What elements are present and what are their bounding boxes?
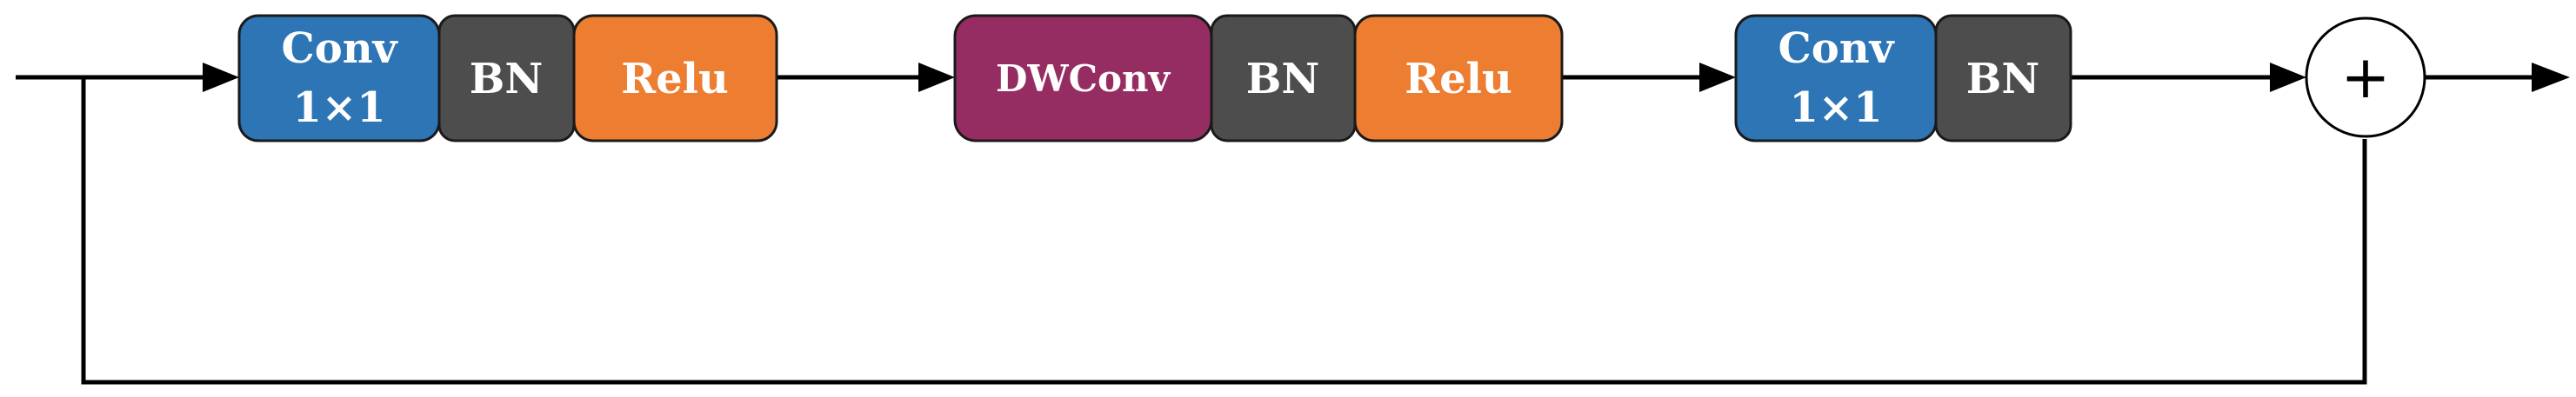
connector-lines [16, 75, 2534, 385]
bn1-label: BN [470, 55, 543, 103]
arrowhead-to-conv2 [1699, 63, 1736, 92]
arrowheads [203, 63, 2570, 92]
skip-connection-line [81, 77, 2367, 385]
conv1-label-line2: 1×1 [292, 83, 385, 132]
conv1-label-line1: Conv [281, 24, 398, 73]
arrowhead-output [2532, 63, 2570, 92]
block-bn2: BN [1210, 14, 1357, 142]
block-conv1: Conv 1×1 [237, 14, 441, 142]
conv2-label-line1: Conv [1778, 24, 1895, 73]
sum-node: + [2305, 17, 2426, 138]
bn2-label: BN [1246, 55, 1319, 103]
block-dwconv: DWConv [953, 14, 1213, 142]
relu1-box [572, 14, 778, 142]
relu2-label: Relu [1405, 55, 1512, 103]
arrowhead-to-conv1 [203, 63, 239, 92]
relu1-label: Relu [621, 55, 729, 103]
sum-symbol: + [2341, 43, 2391, 112]
block-bn1: BN [437, 14, 576, 142]
relu2-box [1353, 14, 1564, 142]
sum-circle [2305, 17, 2426, 138]
block-bn3: BN [1934, 14, 2072, 142]
block-conv2: Conv 1×1 [1734, 14, 1938, 142]
block-relu1: Relu [572, 14, 778, 142]
bn3-label: BN [1966, 55, 2039, 103]
bn3-box [1934, 14, 2072, 142]
dwconv-label: DWConv [996, 57, 1171, 100]
arrowhead-to-dwconv [918, 63, 955, 92]
block-relu2: Relu [1353, 14, 1564, 142]
conv2-label-line2: 1×1 [1789, 83, 1882, 132]
arrowhead-to-sum [2270, 63, 2306, 92]
